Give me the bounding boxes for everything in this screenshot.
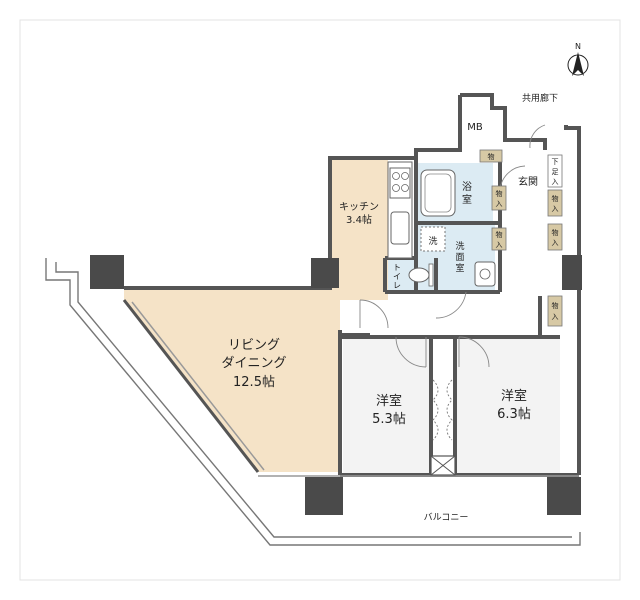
balcony-outline	[45, 258, 581, 546]
mb-label: MB	[467, 122, 483, 133]
shoe-closet-label-3: 入	[552, 178, 559, 186]
svg-text:入: 入	[496, 241, 503, 249]
bathroom-label: 浴 室	[462, 181, 472, 206]
toilet-bowl	[408, 267, 430, 283]
svg-text:面: 面	[455, 252, 464, 263]
svg-text:入: 入	[552, 239, 559, 247]
svg-text:5.3帖: 5.3帖	[372, 412, 406, 427]
pillars	[90, 255, 582, 515]
svg-text:ダイニング: ダイニング	[221, 356, 286, 371]
svg-text:入: 入	[496, 200, 503, 208]
western-room-b	[455, 338, 560, 475]
western-room-a	[343, 338, 431, 475]
svg-text:物: 物	[488, 152, 495, 161]
kitchen-sink	[390, 211, 410, 245]
svg-text:3.4帖: 3.4帖	[346, 213, 372, 226]
svg-text:キッチン: キッチン	[339, 201, 379, 213]
svg-text:ト: ト	[393, 263, 401, 272]
svg-text:物: 物	[552, 194, 559, 203]
entrance-label: 玄関	[518, 175, 538, 188]
living-dining-room	[124, 290, 340, 472]
svg-text:入: 入	[552, 313, 559, 321]
svg-text:イ: イ	[393, 272, 401, 281]
toilet-tank	[428, 263, 434, 287]
kitchen-label: キッチン 3.4帖	[339, 201, 379, 226]
svg-text:室: 室	[462, 193, 472, 206]
pipe-shaft	[430, 455, 456, 476]
svg-text:洋室: 洋室	[501, 388, 527, 404]
walls	[124, 93, 581, 477]
compass-label: N	[575, 42, 581, 51]
storage-labels: 物 物 入 物 入 物 入 物 入 物 入	[488, 152, 559, 321]
svg-text:洗: 洗	[455, 240, 464, 252]
western-room-b-label: 洋室 6.3帖	[497, 388, 531, 422]
washroom-label: 洗 面 室	[455, 240, 464, 274]
svg-text:レ: レ	[393, 281, 401, 290]
storage-closets	[479, 149, 563, 327]
north-compass-icon: N	[567, 42, 589, 76]
western-room-a-label: 洋室 5.3帖	[372, 393, 406, 427]
svg-text:物: 物	[496, 230, 503, 239]
living-label: リビング ダイニング 12.5帖	[221, 338, 286, 390]
svg-text:浴: 浴	[462, 181, 472, 193]
kitchen-room	[330, 160, 388, 300]
svg-text:12.5帖: 12.5帖	[233, 375, 275, 390]
svg-text:洋室: 洋室	[376, 393, 402, 409]
svg-text:物: 物	[552, 301, 559, 310]
wash-basin	[474, 261, 496, 287]
shoe-closet-label-1: 下	[552, 158, 559, 166]
shoe-closet-label-2: 足	[552, 168, 559, 176]
corridor-label: 共用廊下	[522, 92, 558, 104]
toilet-label: ト イ レ	[393, 263, 401, 290]
shoe-closet	[547, 154, 563, 188]
washer-label: 洗	[428, 235, 437, 247]
bathtub	[420, 169, 456, 217]
balcony-label: バルコニー	[424, 512, 469, 523]
svg-text:リビング: リビング	[228, 338, 280, 353]
svg-text:入: 入	[552, 205, 559, 213]
svg-text:6.3帖: 6.3帖	[497, 407, 531, 422]
svg-text:室: 室	[455, 262, 464, 274]
svg-text:物: 物	[552, 228, 559, 237]
svg-text:物: 物	[496, 189, 503, 198]
stove	[389, 167, 411, 199]
living-diagonal-window	[122, 299, 265, 473]
washer-space	[420, 226, 446, 252]
closet-doors	[432, 379, 453, 441]
